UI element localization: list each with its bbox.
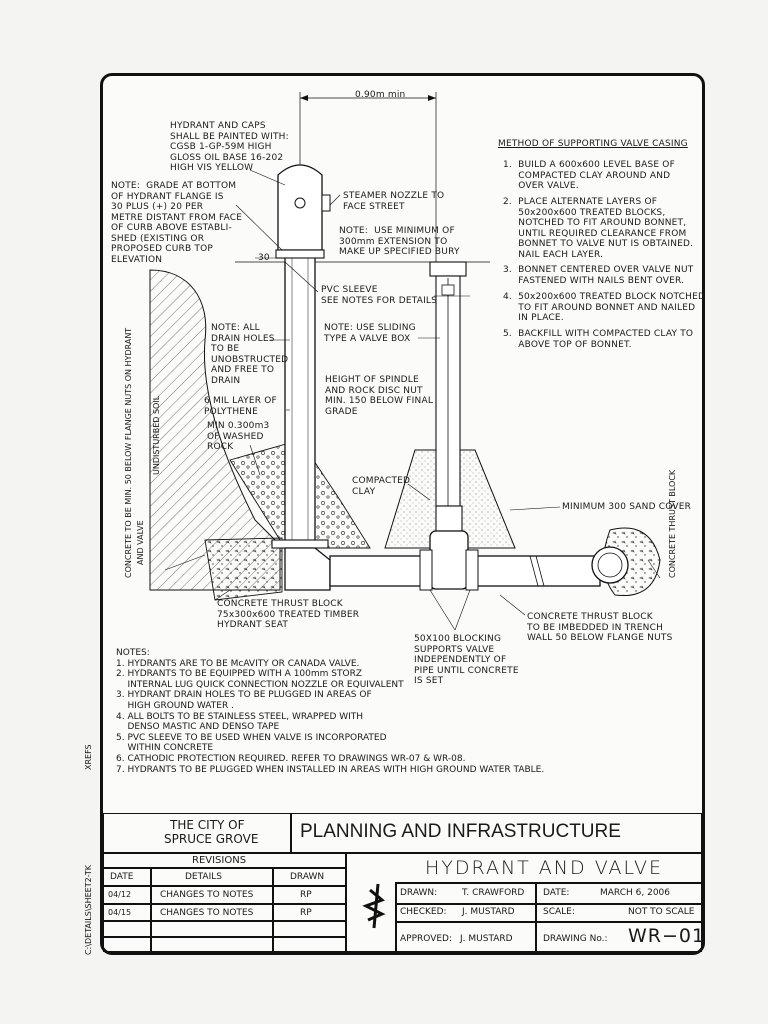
note-line: 5. PVC SLEEVE TO BE USED WHEN VALVE IS I… <box>116 732 387 743</box>
blocking-callout: 50X100 BLOCKING SUPPORTS VALVE INDEPENDE… <box>414 634 519 686</box>
note-line: 7. HYDRANTS TO BE PLUGGED WHEN INSTALLED… <box>116 764 545 775</box>
undisturbed-soil <box>149 269 281 591</box>
method-item-3: 3. BONNET CENTERED OVER VALVE NUT FASTEN… <box>503 265 694 286</box>
rev-header-date: DATE <box>110 872 134 882</box>
approved-value: J. MUSTARD <box>460 934 513 944</box>
valvebox-callout: NOTE: USE SLIDING TYPE A VALVE BOX <box>324 323 416 344</box>
method-item-4: 4. 50x200x600 TREATED BLOCK NOTCHED TO F… <box>503 292 706 323</box>
date-label: DATE: <box>543 888 570 898</box>
drain-callout: NOTE: ALL DRAIN HOLES TO BE UNOBSTRUCTED… <box>211 323 289 386</box>
paint-callout: HYDRANT AND CAPS SHALL BE PAINTED WITH: … <box>170 121 289 173</box>
note-line: HIGH GROUND WATER . <box>116 700 234 711</box>
revisions-label: REVISIONS <box>192 855 247 866</box>
drawn-label: DRAWN: <box>400 888 438 898</box>
rev-date: 04/15 <box>108 908 132 917</box>
note-line: INTERNAL LUG QUICK CONNECTION NOZZLE OR … <box>116 679 404 690</box>
note-line: 6. CATHODIC PROTECTION REQUIRED. REFER T… <box>116 753 466 764</box>
thrust-block-right-label: CONCRETE THRUST BLOCK <box>668 469 677 578</box>
note-line: DENSO MASTIC AND DENSO TAPE <box>116 722 280 733</box>
clay-callout: COMPACTED CLAY <box>352 476 411 497</box>
valve-bonnet <box>435 505 463 532</box>
city-line2: SPRUCE GROVE <box>164 832 259 846</box>
undisturbed-soil-label: UNDISTURBED SOIL <box>152 395 161 475</box>
valve-box-top <box>429 261 467 277</box>
thrust-seat-callout: CONCRETE THRUST BLOCK 75x300x600 TREATED… <box>217 599 360 630</box>
method-title: METHOD OF SUPPORTING VALVE CASING <box>498 139 688 149</box>
dimension-label: 0.90m min <box>355 90 406 100</box>
rev-drawn: RP <box>300 890 312 900</box>
note-line: 3. HYDRANT DRAIN HOLES TO BE PLUGGED IN … <box>116 690 372 701</box>
steamer-nozzle <box>321 194 331 212</box>
extension-callout: NOTE: USE MINIMUM OF 300mm EXTENSION TO … <box>339 226 460 257</box>
valve-body <box>429 530 469 590</box>
note-line: 1. HYDRANTS ARE TO BE McAVITY OR CANADA … <box>116 658 360 669</box>
method-item-1: 1. BUILD A 600x600 LEVEL BASE OF COMPACT… <box>503 160 675 191</box>
steamer-callout: STEAMER NOZZLE TO FACE STREET <box>343 191 445 212</box>
note-line: 4. ALL BOLTS TO BE STAINLESS STEEL, WRAP… <box>116 711 364 722</box>
thrust-block-left <box>204 537 283 601</box>
pvc-callout: PVC SLEEVE SEE NOTES FOR DETAILS <box>321 285 438 306</box>
drawing-title: HYDRANT AND VALVE <box>425 857 663 879</box>
checked-value: J. MUSTARD <box>462 907 515 917</box>
approved-label: APPROVED: <box>400 934 452 944</box>
hydrant-shoe <box>284 547 331 591</box>
drawn-value: T. CRAWFORD <box>462 888 525 898</box>
sand-callout: MINIMUM 300 SAND COVER <box>562 502 692 512</box>
date-value: MARCH 6, 2006 <box>600 888 670 898</box>
rev-details: CHANGES TO NOTES <box>160 890 254 900</box>
scale-value: NOT TO SCALE <box>628 907 695 917</box>
city-line1: THE CITY OF <box>170 818 245 832</box>
method-item-2: 2. PLACE ALTERNATE LAYERS OF 50x200x600 … <box>503 197 694 260</box>
checked-label: CHECKED: <box>400 907 447 917</box>
dim-30: 30 <box>258 253 270 263</box>
department-title: PLANNING AND INFRASTRUCTURE <box>300 821 621 842</box>
rock-callout: MIN 0.300m3 OF WASHED ROCK <box>207 421 270 452</box>
spindle-callout: HEIGHT OF SPINDLE AND ROCK DISC NUT MIN.… <box>325 375 434 417</box>
and-valve-vertical: AND VALVE <box>136 520 145 565</box>
rev-drawn: RP <box>300 908 312 918</box>
thrust-trench-callout: CONCRETE THRUST BLOCK TO BE IMBEDDED IN … <box>527 612 673 643</box>
rev-header-drawn: DRAWN <box>290 872 325 882</box>
scale-label: SCALE: <box>543 907 575 917</box>
concrete-note-vertical: CONCRETE TO BE MIN. 50 BELOW FLANGE NUTS… <box>124 327 133 578</box>
drawing-no-label: DRAWING No.: <box>543 934 608 944</box>
rev-header-details: DETAILS <box>185 872 222 882</box>
drawing-no-value: WR−01 <box>628 925 706 947</box>
notes-heading: NOTES: <box>116 648 150 658</box>
city-logo-icon <box>362 883 386 929</box>
rev-details: CHANGES TO NOTES <box>160 908 254 918</box>
grade-callout: NOTE: GRADE AT BOTTOM OF HYDRANT FLANGE … <box>111 181 243 265</box>
polythene-callout: 6 MIL LAYER OF POLYTHENE <box>204 396 277 417</box>
pipe-end <box>591 546 629 584</box>
rev-date: 04/12 <box>108 890 132 899</box>
method-item-5: 5. BACKFILL WITH COMPACTED CLAY TO ABOVE… <box>503 329 694 350</box>
note-line: 2. HYDRANTS TO BE EQUIPPED WITH A 100mm … <box>116 669 362 680</box>
general-notes: NOTES: 1. HYDRANTS ARE TO BE McAVITY OR … <box>116 648 616 775</box>
note-line: WITHIN CONCRETE <box>116 743 214 754</box>
